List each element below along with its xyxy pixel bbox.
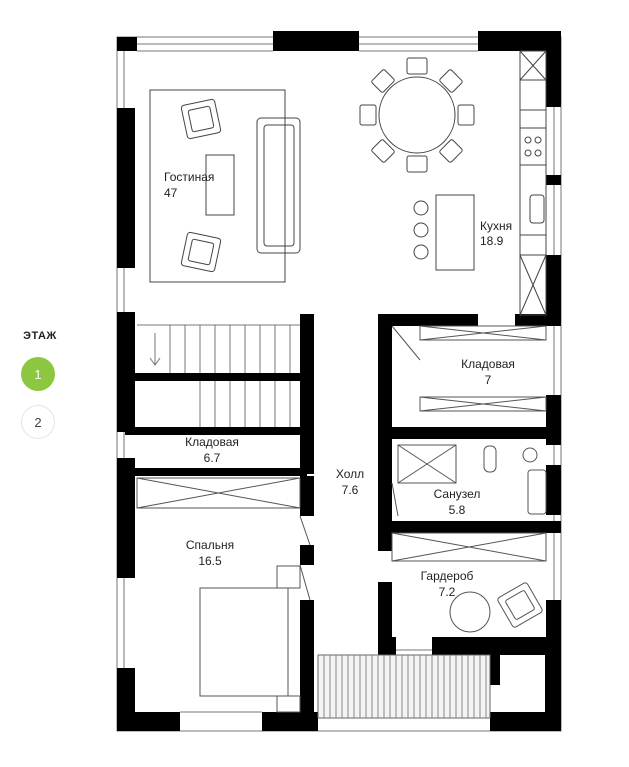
floor-2-button[interactable]: 2	[21, 405, 55, 439]
living-room-name: Гостиная	[164, 170, 214, 184]
dining-chair	[457, 104, 475, 126]
kitchen-name: Кухня	[480, 219, 512, 233]
door-lines	[123, 50, 478, 713]
outline-lines	[116, 36, 562, 732]
bathtub	[527, 469, 547, 515]
kitchen-island	[435, 194, 475, 271]
dining-chair	[406, 155, 428, 173]
kitchen-area: 18.9	[480, 234, 504, 248]
bathroom-area: 5.8	[449, 503, 466, 517]
pantry-right-area: 7	[485, 373, 492, 387]
living-furniture	[149, 89, 301, 283]
bedroom-name: Спальня	[186, 538, 234, 552]
wardrobe-furniture	[391, 532, 547, 633]
walls	[117, 31, 561, 731]
bedroom-furniture	[136, 477, 311, 713]
kitchen-furniture	[359, 50, 547, 316]
pantry-right-fixtures	[391, 325, 547, 412]
bedroom-area: 16.5	[198, 554, 222, 568]
armchair	[180, 231, 222, 273]
bathroom-name: Санузел	[434, 487, 481, 501]
pantry-left-name: Кладовая	[185, 435, 239, 449]
hall-name: Холл	[336, 467, 364, 481]
bed	[199, 587, 289, 697]
floor-selector: ЭТАЖ 1 2	[0, 0, 100, 767]
hall-area: 7.6	[342, 483, 359, 497]
pantry-right-name: Кладовая	[461, 357, 515, 371]
dining-chair	[359, 104, 377, 126]
wardrobe-name: Гардероб	[421, 569, 474, 583]
floor-title: ЭТАЖ	[23, 330, 57, 342]
staircase	[137, 324, 300, 427]
rug	[149, 89, 286, 283]
wardrobe-area: 7.2	[439, 585, 456, 599]
kitchen-counter	[519, 50, 547, 256]
terrace-hatching	[317, 654, 491, 719]
toilet	[483, 445, 497, 473]
bathroom-fixtures	[391, 444, 547, 517]
coffee-table	[205, 154, 235, 216]
living-room-area: 47	[164, 186, 178, 200]
pantry-left-area: 6.7	[204, 451, 221, 465]
room-labels: Гостиная 47 Кухня 18.9 Кладовая 7 Кладов…	[164, 170, 515, 599]
floor-1-button[interactable]: 1	[21, 357, 55, 391]
dining-chair	[406, 57, 428, 75]
sofa	[256, 117, 301, 254]
armchair	[180, 98, 222, 140]
sink	[522, 447, 538, 463]
dining-table	[378, 76, 456, 154]
